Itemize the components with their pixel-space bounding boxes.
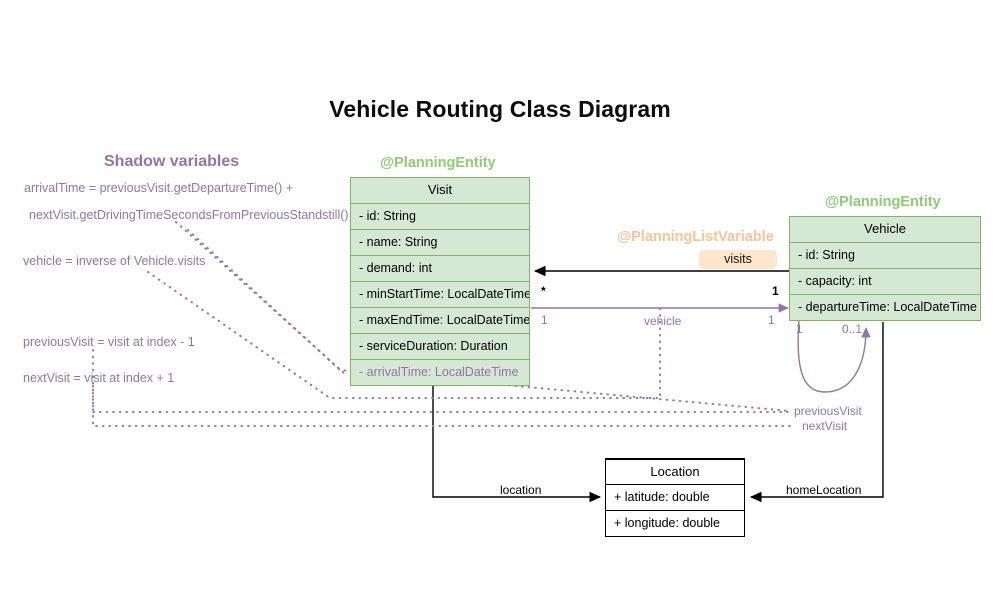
class-box-location[interactable]: Location + latitude: double + longitude:… bbox=[605, 458, 745, 537]
visit-field-minstarttime: - minStartTime: LocalDateTime bbox=[351, 281, 529, 307]
relation-label-visits: visits bbox=[699, 250, 777, 269]
vehicle-field-departuretime: - departureTime: LocalDateTime bbox=[790, 294, 980, 320]
planning-list-variable-annotation: @PlanningListVariable bbox=[617, 229, 774, 245]
self-loop-right-multiplicity: 0..1 bbox=[842, 322, 863, 336]
location-field-latitude: + latitude: double bbox=[606, 484, 744, 510]
visit-planning-entity-annotation: @PlanningEntity bbox=[380, 155, 496, 171]
shadow-variable-line-arrivaltime-1: arrivalTime = previousVisit.getDeparture… bbox=[24, 181, 294, 195]
vehicle-target-multiplicity: 1 bbox=[768, 313, 775, 327]
location-field-longitude: + longitude: double bbox=[606, 510, 744, 536]
relation-label-nextvisit: nextVisit bbox=[802, 419, 848, 433]
class-name-vehicle: Vehicle bbox=[864, 221, 906, 236]
visit-field-id: - id: String bbox=[351, 203, 529, 229]
class-box-vehicle[interactable]: Vehicle - id: String - capacity: int - d… bbox=[789, 216, 981, 321]
edge-visits bbox=[533, 265, 794, 277]
relation-label-location: location bbox=[500, 483, 542, 497]
vehicle-field-id: - id: String bbox=[790, 242, 980, 268]
edge-location bbox=[432, 384, 602, 503]
edge-self-loop bbox=[797, 319, 871, 393]
class-name-visit: Visit bbox=[427, 182, 453, 197]
shadow-variable-line-previousvisit: previousVisit = visit at index - 1 bbox=[23, 335, 195, 349]
shadow-dotted-connectors bbox=[92, 221, 791, 427]
visit-field-serviceduration: - serviceDuration: Duration bbox=[351, 333, 529, 359]
visit-field-demand: - demand: int bbox=[351, 255, 529, 281]
visits-source-multiplicity: * bbox=[541, 284, 546, 298]
visit-field-name: - name: String bbox=[351, 229, 529, 255]
class-name-location: Location bbox=[606, 459, 744, 484]
vehicle-source-multiplicity: 1 bbox=[541, 313, 548, 327]
shadow-variable-line-nextvisit: nextVisit = visit at index + 1 bbox=[23, 371, 175, 385]
self-loop-left-multiplicity: 1 bbox=[796, 322, 803, 336]
relation-label-homelocation: homeLocation bbox=[786, 483, 862, 497]
shadow-variable-line-vehicle: vehicle = inverse of Vehicle.visits bbox=[23, 254, 206, 268]
visits-target-multiplicity: 1 bbox=[772, 284, 779, 298]
relation-label-previousvisit: previousVisit bbox=[794, 404, 862, 418]
edge-home-location bbox=[749, 322, 884, 503]
vehicle-field-capacity: - capacity: int bbox=[790, 268, 980, 294]
shadow-variables-title: Shadow variables bbox=[104, 153, 240, 170]
shadow-variable-line-arrivaltime-2: nextVisit.getDrivingTimeSecondsFromPrevi… bbox=[29, 208, 349, 222]
relation-label-vehicle: vehicle bbox=[644, 314, 682, 328]
vehicle-planning-entity-annotation: @PlanningEntity bbox=[825, 194, 941, 210]
visit-field-maxendtime: - maxEndTime: LocalDateTime bbox=[351, 307, 529, 333]
class-box-visit[interactable]: Visit - id: String - name: String - dema… bbox=[350, 177, 530, 386]
page-title: Vehicle Routing Class Diagram bbox=[329, 96, 671, 122]
visit-field-arrivaltime: - arrivalTime: LocalDateTime bbox=[351, 359, 529, 385]
